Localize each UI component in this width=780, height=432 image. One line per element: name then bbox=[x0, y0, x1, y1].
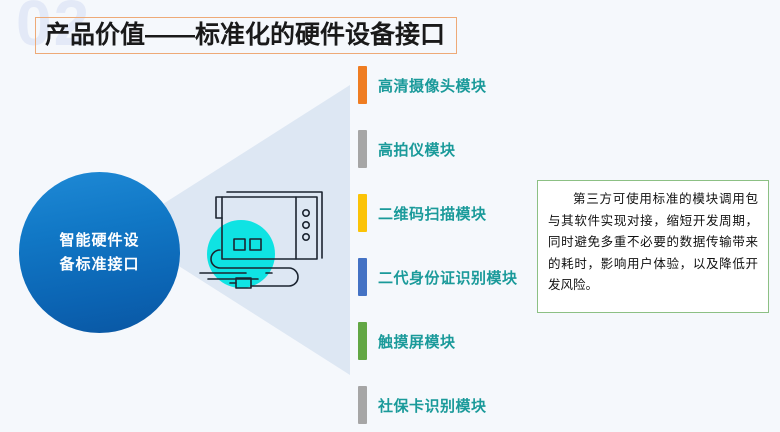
module-color-bar-5 bbox=[358, 386, 367, 424]
device-indicator-lights bbox=[302, 208, 311, 241]
illustration-accent-circle bbox=[207, 220, 275, 288]
device-key-2 bbox=[249, 238, 262, 251]
device-key-1 bbox=[233, 238, 246, 251]
module-item-5[interactable]: 社保卡识别模块 bbox=[358, 386, 487, 424]
module-item-2[interactable]: 二维码扫描模块 bbox=[358, 194, 487, 232]
module-list: 高清摄像头模块 高拍仪模块 二维码扫描模块 二代身份证识别模块 触摸屏模块 社保… bbox=[358, 66, 523, 424]
module-label-3: 二代身份证识别模块 bbox=[378, 269, 518, 287]
device-back-panel bbox=[226, 191, 323, 259]
page-title-box: 产品价值——标准化的硬件设备接口 bbox=[35, 17, 457, 54]
description-note-box: 第三方可使用标准的模块调用包与其软件实现对接，缩短开发周期，同时避免多重不必要的… bbox=[537, 180, 769, 313]
hub-label-line-1: 智能硬件设 bbox=[59, 232, 140, 250]
module-label-0: 高清摄像头模块 bbox=[378, 77, 487, 95]
module-color-bar-0 bbox=[358, 66, 367, 104]
description-note-text: 第三方可使用标准的模块调用包与其软件实现对接，缩短开发周期，同时避免多重不必要的… bbox=[548, 192, 758, 292]
module-color-bar-2 bbox=[358, 194, 367, 232]
hardware-device-illustration bbox=[199, 191, 323, 289]
hub-label-line-2: 备标准接口 bbox=[59, 255, 140, 273]
page-title: 产品价值——标准化的硬件设备接口 bbox=[45, 21, 446, 49]
module-label-2: 二维码扫描模块 bbox=[378, 205, 487, 223]
device-left-tab bbox=[215, 196, 223, 219]
module-item-1[interactable]: 高拍仪模块 bbox=[358, 130, 456, 168]
module-item-0[interactable]: 高清摄像头模块 bbox=[358, 66, 487, 104]
module-color-bar-4 bbox=[358, 322, 367, 360]
device-body bbox=[221, 196, 318, 260]
module-item-4[interactable]: 触摸屏模块 bbox=[358, 322, 456, 360]
module-item-3[interactable]: 二代身份证识别模块 bbox=[358, 258, 518, 296]
module-label-1: 高拍仪模块 bbox=[378, 141, 456, 159]
module-label-4: 触摸屏模块 bbox=[378, 333, 456, 351]
module-color-bar-1 bbox=[358, 130, 367, 168]
funnel-shape bbox=[75, 85, 350, 375]
hub-circle: 智能硬件设 备标准接口 bbox=[19, 172, 180, 333]
module-color-bar-3 bbox=[358, 258, 367, 296]
background-watermark: 02 bbox=[16, 0, 92, 59]
module-label-5: 社保卡识别模块 bbox=[378, 397, 487, 415]
device-cable bbox=[210, 249, 299, 287]
